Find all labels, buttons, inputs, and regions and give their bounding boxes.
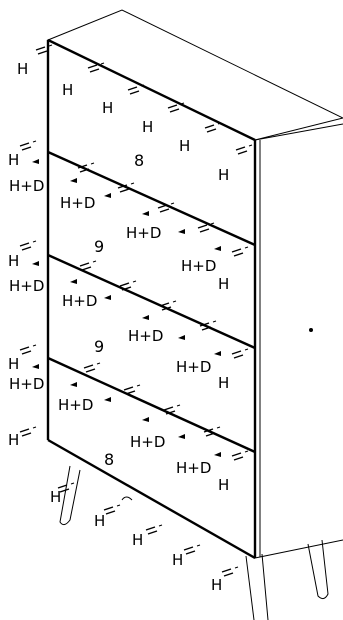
screw-hole-mark — [159, 300, 177, 311]
hd-label: H+D — [9, 177, 44, 195]
screw-hole-mark — [103, 504, 121, 515]
screw-hole-mark — [231, 450, 249, 461]
hd-label: H+D — [128, 327, 163, 345]
screw-hole-mark — [19, 140, 37, 151]
screw-hole-mark — [119, 280, 137, 291]
h-label: H — [102, 99, 113, 117]
drawer-number-2: 9 — [94, 237, 104, 256]
dowel-mark — [178, 335, 185, 340]
hd-label: H+D — [181, 257, 216, 275]
screw-markers — [19, 44, 253, 577]
screw-hole-mark — [221, 566, 239, 577]
h-label: H — [8, 355, 19, 373]
screw-hole-mark — [123, 384, 141, 395]
h-label: H — [8, 431, 19, 449]
screw-hole-mark — [183, 544, 201, 555]
h-label: H — [62, 81, 73, 99]
screw-hole-mark — [235, 144, 253, 155]
leg-front-right — [245, 553, 269, 620]
dowel-mark — [70, 382, 77, 387]
leg-front-left — [59, 465, 81, 526]
h-label: H — [218, 166, 229, 184]
leg-back-right — [307, 539, 329, 600]
side-hole — [309, 328, 313, 332]
dowel-mark — [104, 193, 111, 198]
dowel-mark — [214, 351, 221, 356]
screw-hole-mark — [19, 426, 37, 437]
hd-label: H+D — [176, 358, 211, 376]
screw-hole-mark — [83, 362, 101, 373]
screw-hole-mark — [87, 62, 105, 73]
screw-hole-mark — [145, 524, 163, 535]
cabinet-top — [46, 9, 343, 141]
screw-hole-mark — [204, 122, 222, 133]
screw-hole-mark — [231, 246, 249, 257]
screw-hole-mark — [77, 162, 95, 173]
drawer-number-3: 9 — [94, 337, 104, 356]
drawer-number-4: 8 — [104, 450, 114, 469]
hd-label: H+D — [126, 224, 161, 242]
h-label: H — [142, 118, 153, 136]
h-label: H — [94, 512, 105, 530]
dowel-mark — [142, 417, 149, 422]
h-label: H — [218, 476, 229, 494]
screw-hole-mark — [197, 222, 215, 233]
dowel-mark — [70, 178, 77, 183]
h-label: H — [8, 252, 19, 270]
dowel-mark — [214, 246, 221, 251]
h-label: H — [179, 137, 190, 155]
screw-hole-mark — [79, 260, 97, 271]
screw-hole-mark — [199, 320, 217, 331]
hd-label: H+D — [176, 459, 211, 477]
hd-label: H+D — [62, 292, 97, 310]
hd-labels: H+D H+D H+D H+D H+D H+D H+D H+D H+D H+D … — [9, 177, 216, 477]
hd-label: H+D — [60, 194, 95, 212]
dowel-mark — [142, 315, 149, 320]
screw-hole-mark — [163, 404, 181, 415]
drawer-number-labels: 8 9 9 8 — [94, 151, 144, 469]
hd-label: H+D — [130, 433, 165, 451]
h-label: H — [17, 60, 28, 78]
screw-hole-mark — [19, 344, 37, 355]
dowel-mark — [178, 434, 185, 439]
dowel-mark — [178, 229, 185, 234]
h-label: H — [218, 275, 229, 293]
h-label: H — [211, 576, 222, 594]
dowel-mark — [32, 364, 39, 369]
screw-hole-mark — [167, 102, 185, 113]
bracket-mark — [121, 496, 133, 501]
screw-hole-mark — [117, 182, 135, 193]
screw-hole-mark — [157, 202, 175, 213]
cabinet-side-panel — [253, 140, 343, 559]
screw-hole-mark — [127, 84, 145, 95]
hd-label: H+D — [9, 375, 44, 393]
hd-label: H+D — [58, 396, 93, 414]
screw-hole-mark — [231, 348, 249, 359]
screw-hole-mark — [57, 482, 75, 493]
screw-hole-mark — [203, 426, 221, 437]
h-label: H — [218, 374, 229, 392]
h-labels: H H H H H H H H H H H H H H H H H H — [8, 60, 229, 594]
screw-hole-mark — [19, 240, 37, 251]
h-label: H — [50, 488, 61, 506]
dowel-mark — [104, 295, 111, 300]
hd-label: H+D — [9, 277, 44, 295]
dowel-mark — [32, 261, 39, 266]
h-label: H — [172, 551, 183, 569]
dowel-mark — [214, 452, 221, 457]
dowel-mark — [142, 211, 149, 216]
screw-hole-mark — [35, 44, 53, 55]
h-label: H — [132, 531, 143, 549]
h-label: H — [8, 151, 19, 169]
legs — [59, 465, 329, 620]
dowel-mark — [70, 279, 77, 284]
dowel-mark — [32, 159, 39, 164]
drawer-number-1: 8 — [134, 151, 144, 170]
dowel-mark — [104, 397, 111, 402]
